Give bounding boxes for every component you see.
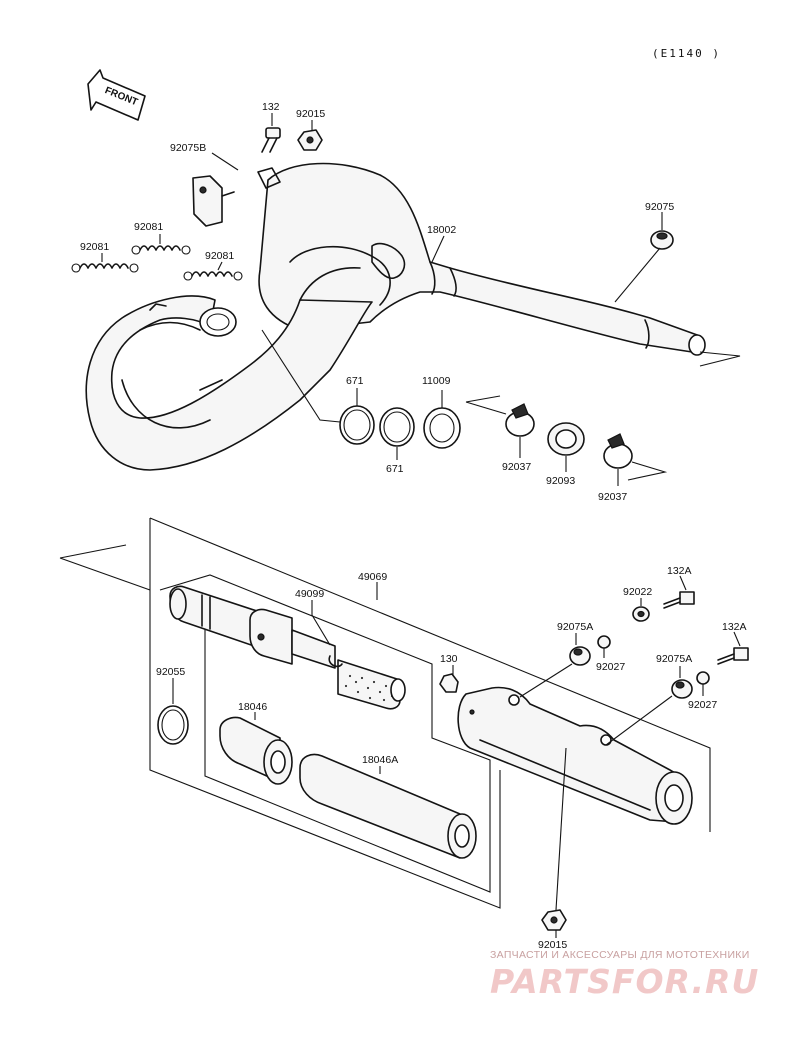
silencer-core-49099: [169, 585, 406, 710]
bolt-130: [439, 673, 459, 693]
lower-leader-lines: [172, 575, 741, 938]
spring-92081-a: [131, 245, 191, 255]
label-130: 130: [440, 653, 458, 665]
label-92075b: 92075B: [170, 142, 206, 154]
watermark-tagline: ЗАПЧАСТИ И АКСЕССУАРЫ ДЛЯ МОТОТЕХНИКИ: [490, 949, 750, 961]
clamp-92037-b: [603, 433, 633, 469]
label-92081-a: 92081: [134, 221, 163, 233]
label-92055: 92055: [156, 666, 185, 678]
label-18002: 18002: [427, 224, 456, 236]
label-92075: 92075: [645, 201, 674, 213]
label-11009: 11009: [422, 375, 451, 387]
front-label: FRONT: [103, 85, 139, 108]
label-92027-b: 92027: [688, 699, 717, 711]
collar-92027-a: [597, 635, 611, 649]
watermark-brand: PARTSFOR.RU: [490, 962, 760, 1001]
label-92081-b: 92081: [80, 241, 109, 253]
nut-92015-top: [297, 129, 323, 151]
spring-92081-b: [71, 263, 139, 273]
clamp-92037-a: [505, 403, 535, 437]
label-92081-c: 92081: [205, 250, 234, 262]
spring-92081-c: [183, 271, 243, 281]
label-49069: 49069: [358, 571, 387, 583]
grommet-92075a-a: [569, 646, 591, 666]
label-92015-bottom: 92015: [538, 939, 567, 951]
label-92093: 92093: [546, 475, 575, 487]
packing-18046a: [299, 753, 477, 859]
seal-ring-671-b: [379, 407, 415, 447]
label-49099: 49099: [295, 588, 324, 600]
label-18046: 18046: [238, 701, 267, 713]
label-132: 132: [262, 101, 280, 113]
collar-92027-b: [696, 671, 710, 685]
seal-ring-671-a: [339, 405, 375, 445]
label-18046a: 18046A: [362, 754, 398, 766]
label-92075a-a: 92075A: [557, 621, 593, 633]
bolt-132: [257, 127, 281, 189]
washer-92022: [632, 606, 650, 622]
bracket-92075b: [192, 175, 235, 227]
bolt-132a-a: [663, 591, 695, 609]
label-671-a: 671: [346, 375, 364, 387]
packing-18046: [219, 716, 293, 785]
label-132a-b: 132A: [722, 621, 747, 633]
bolt-132a-b: [717, 647, 749, 665]
label-92075a-b: 92075A: [656, 653, 692, 665]
nut-92015-bottom: [541, 909, 567, 931]
joint-92093: [547, 422, 585, 456]
silencer-assembly-frame: [59, 517, 711, 909]
muffler-body: [457, 686, 693, 825]
front-arrow-icon: FRONT: [87, 69, 146, 121]
label-92037-b: 92037: [598, 491, 627, 503]
label-132a-a: 132A: [667, 565, 692, 577]
label-671-b: 671: [386, 463, 404, 475]
label-92037-a: 92037: [502, 461, 531, 473]
label-92022: 92022: [623, 586, 652, 598]
label-92027-a: 92027: [596, 661, 625, 673]
grommet-92075a-b: [671, 679, 693, 699]
gasket-11009: [423, 407, 461, 449]
label-92015-top: 92015: [296, 108, 325, 120]
o-ring-92055: [157, 705, 189, 745]
diagram-code: (E1140 ): [652, 47, 721, 60]
header-pipe: [85, 267, 373, 471]
upper-leader-lines: [101, 113, 741, 486]
grommet-92075: [650, 230, 674, 250]
